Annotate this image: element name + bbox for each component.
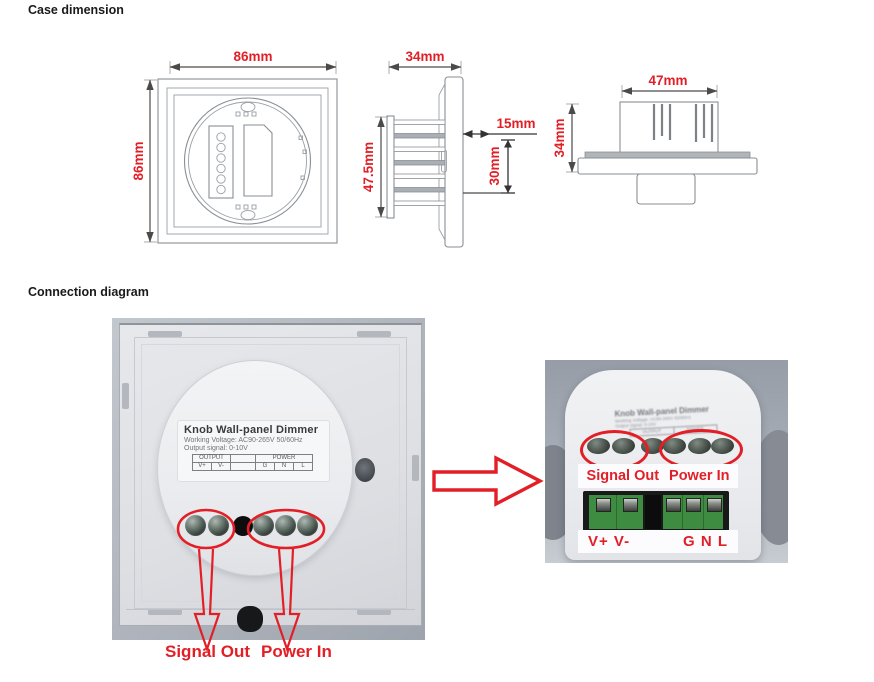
device-label: Knob Wall-panel Dimmer Working Voltage: … xyxy=(177,420,330,482)
dim-bottom-height: 34mm xyxy=(552,118,567,157)
terminal-screw xyxy=(595,498,611,512)
terminal-labels-band: Signal Out Power In xyxy=(578,464,738,488)
bottom-caption: Signal Out Power In xyxy=(165,642,332,662)
terminal-block-outline xyxy=(208,125,234,199)
legend-cell: V+ xyxy=(192,462,212,471)
label-signal-out: Signal Out xyxy=(586,468,660,484)
label-power-pins: G N L xyxy=(683,533,728,550)
terminal-pins-band: V+ V- G N L xyxy=(578,530,738,553)
terminal-screw xyxy=(208,515,229,536)
dim-side-depth: 34mm xyxy=(405,49,444,64)
knob-edge xyxy=(237,606,263,632)
legend-output-header: OUTPUT xyxy=(192,454,231,463)
drawing-front-view: 86mm 86mm xyxy=(131,49,338,244)
terminal-screw xyxy=(275,515,296,536)
legend-cell: V- xyxy=(211,462,231,471)
caption-signal-out: Signal Out xyxy=(165,642,250,661)
section-title-connection-diagram: Connection diagram xyxy=(28,285,149,299)
heatsink-spine xyxy=(386,115,395,219)
legend-cell: N xyxy=(274,462,294,471)
dim-side-panel-thickness: 15mm xyxy=(496,116,535,131)
pointer-arrow xyxy=(432,455,544,507)
output-terminal-block xyxy=(589,495,643,529)
terminal-legend-table: OUTPUT POWER V+ V- G N L xyxy=(192,454,313,471)
power-terminal-block xyxy=(663,495,723,529)
dim-side-inset: 30mm xyxy=(487,146,502,185)
device-label-voltage: Working Voltage: AC90-265V 50/60Hz xyxy=(184,437,303,444)
terminal-screw xyxy=(686,498,702,512)
photo-terminal-closeup: Knob Wall-panel Dimmer Working Voltage: … xyxy=(545,360,788,563)
terminal-screw xyxy=(185,515,206,536)
terminal-screw xyxy=(623,498,639,512)
panel-inner-outline xyxy=(134,337,407,609)
label-output-pins: V+ V- xyxy=(588,533,631,550)
connector-gap xyxy=(645,495,661,529)
section-title-case-dimension: Case dimension xyxy=(28,3,124,17)
case-dimension-drawings: 86mm 86mm 34mm 47.5 xyxy=(131,49,758,248)
terminal-screw xyxy=(706,498,722,512)
device-label-title: Knob Wall-panel Dimmer xyxy=(184,424,319,436)
device-label-signal: Output signal: 0-10V xyxy=(184,445,248,452)
terminal-screw xyxy=(297,515,318,536)
label-power-in: Power In xyxy=(669,468,730,484)
dim-side-height: 47.5mm xyxy=(361,142,376,192)
drawing-side-view: 34mm 47.5mm 15mm 30mm xyxy=(361,49,537,248)
dim-front-height: 86mm xyxy=(131,141,146,180)
legend-cell: L xyxy=(293,462,313,471)
center-hole xyxy=(233,516,253,536)
terminal-screw xyxy=(666,498,682,512)
terminal-screw xyxy=(253,515,274,536)
mounting-hole xyxy=(355,458,375,482)
panel-inner-outline-2 xyxy=(141,344,400,602)
display-window-outline xyxy=(243,124,273,197)
dim-front-width: 86mm xyxy=(233,49,272,64)
knob-outline xyxy=(636,173,696,205)
photo-panel-back: Knob Wall-panel Dimmer Working Voltage: … xyxy=(112,318,425,653)
legend-cell: G xyxy=(255,462,275,471)
terminal-recess xyxy=(583,491,729,532)
dim-bottom-width: 47mm xyxy=(648,73,687,88)
legend-power-header: POWER xyxy=(255,454,313,463)
caption-power-in: Power In xyxy=(261,642,332,661)
panel-seam xyxy=(126,609,415,610)
drawing-bottom-view: 47mm 34mm xyxy=(552,73,758,205)
